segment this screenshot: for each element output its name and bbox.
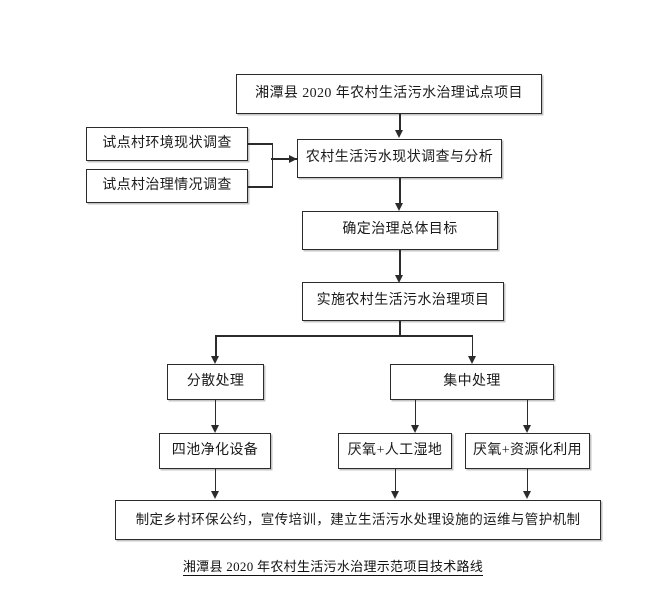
node-overall-goal-label: 确定治理总体目标 — [342, 222, 458, 238]
connector-implement-split-bus — [215, 335, 473, 337]
diagram-caption-text: 湘潭县 2020 年农村生活污水治理示范项目技术路线 — [182, 559, 484, 576]
arrowhead-analysis-to-goal — [395, 203, 403, 211]
node-survey-environment[interactable]: 试点村环境现状调查 — [86, 127, 248, 161]
node-survey-treatment-label: 试点村治理情况调查 — [102, 177, 232, 193]
connector-resource-to-mechanism — [526, 469, 529, 492]
arrowhead-fourpond-to-mechanism — [210, 491, 219, 499]
node-survey-environment-label: 试点村环境现状调查 — [102, 135, 232, 151]
node-project-title-label: 湘潭县 2020 年农村生活污水治理试点项目 — [255, 85, 523, 101]
arrowhead-goal-to-implement — [395, 275, 403, 283]
node-anaerobic-resource[interactable]: 厌氧+资源化利用 — [465, 433, 590, 469]
node-project-title[interactable]: 湘潭县 2020 年农村生活污水治理试点项目 — [236, 74, 542, 114]
node-analysis-label: 农村生活污水现状调查与分析 — [305, 150, 494, 166]
arrowhead-merge-to-analysis — [289, 154, 297, 163]
connector-centralized-stem-right — [526, 400, 529, 426]
node-anaerobic-resource-label: 厌氧+资源化利用 — [472, 442, 583, 458]
node-survey-treatment[interactable]: 试点村治理情况调查 — [86, 169, 248, 203]
connector-goal-to-implement — [399, 250, 401, 276]
node-centralized[interactable]: 集中处理 — [390, 364, 554, 400]
node-four-pond[interactable]: 四池净化设备 — [159, 433, 271, 469]
connector-to-centralized — [471, 335, 474, 357]
connector-implement-stem — [399, 321, 401, 336]
node-implement-label: 实施农村生活污水治理项目 — [316, 293, 490, 309]
node-centralized-label: 集中处理 — [443, 373, 501, 389]
arrowhead-to-decentralized — [211, 356, 219, 364]
connector-treat-out — [248, 186, 273, 188]
arrowhead-centralized-to-resource — [522, 425, 531, 433]
arrowhead-resource-to-mechanism — [522, 491, 531, 499]
connector-wetland-to-mechanism — [394, 469, 397, 492]
node-anaerobic-wetland-label: 厌氧+人工湿地 — [347, 442, 443, 458]
connector-merge-to-analysis — [271, 158, 297, 160]
arrowhead-decentralized-to-fourpond — [210, 425, 219, 433]
node-analysis[interactable]: 农村生活污水现状调查与分析 — [297, 139, 502, 178]
node-overall-goal[interactable]: 确定治理总体目标 — [302, 211, 498, 250]
connector-centralized-stem-left — [414, 400, 417, 426]
arrowhead-centralized-to-wetland — [410, 425, 419, 433]
connector-left-merge-bus — [271, 143, 274, 187]
connector-decentralized-to-fourpond — [214, 400, 217, 426]
node-implement[interactable]: 实施农村生活污水治理项目 — [302, 282, 504, 321]
connector-title-to-analysis — [399, 114, 401, 131]
connector-env-out — [248, 143, 273, 145]
connector-analysis-to-goal — [399, 178, 401, 204]
diagram-caption: 湘潭县 2020 年农村生活污水治理示范项目技术路线 — [0, 556, 666, 576]
node-four-pond-label: 四池净化设备 — [171, 442, 259, 458]
arrowhead-title-to-analysis — [395, 130, 403, 138]
node-anaerobic-wetland[interactable]: 厌氧+人工湿地 — [338, 433, 452, 469]
connector-to-decentralized — [215, 335, 217, 357]
node-mechanism-label: 制定乡村环保公约，宣传培训，建立生活污水处理设施的运维与管护机制 — [135, 511, 581, 527]
node-decentralized-label: 分散处理 — [186, 373, 245, 389]
node-mechanism[interactable]: 制定乡村环保公约，宣传培训，建立生活污水处理设施的运维与管护机制 — [115, 500, 601, 540]
node-decentralized[interactable]: 分散处理 — [167, 364, 264, 400]
connector-fourpond-to-mechanism — [214, 469, 217, 492]
arrowhead-to-centralized — [467, 356, 476, 364]
arrowhead-wetland-to-mechanism — [390, 491, 399, 499]
